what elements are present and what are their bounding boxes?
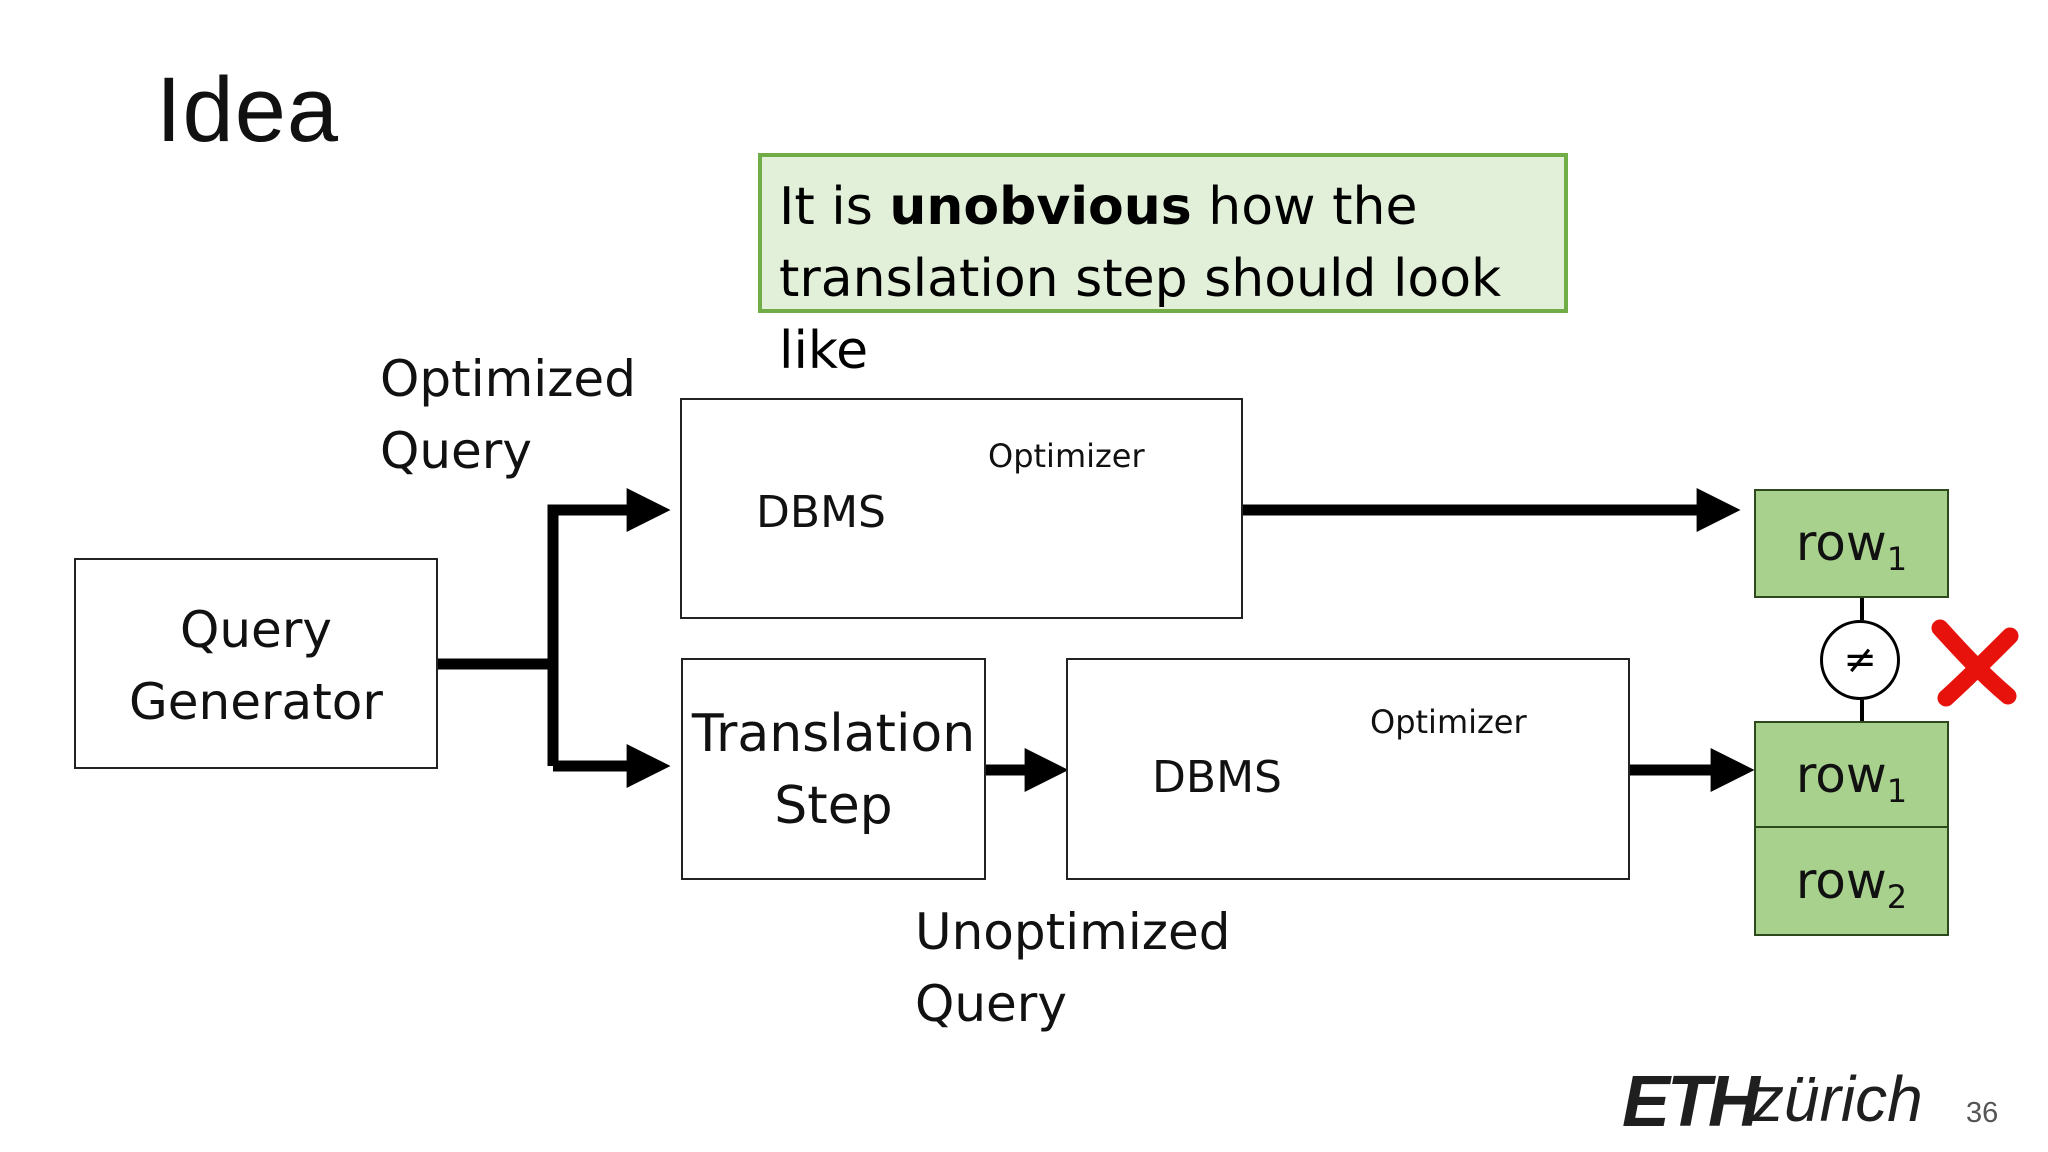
zurich-logo-text: zürich [1752,1063,1923,1135]
callout-prefix: It is [779,177,890,237]
result-row-top: row1 [1754,489,1949,598]
dbms-bottom-label: DBMS [1152,752,1282,803]
not-equal-symbol: ≠ [1843,637,1877,683]
red-cross-icon [1931,619,2019,707]
query-generator-box [74,558,438,769]
translation-step-line-1: Translation [691,704,976,764]
optimized-query-line-1: Optimized [380,350,636,408]
translation-step-box [681,658,986,880]
result-row-bottom-1: row1 [1754,721,1949,829]
result-row-bottom-2-index: 2 [1886,878,1908,916]
result-row-bottom-2: row2 [1754,826,1949,936]
eth-logo-text: ETH [1622,1062,1760,1142]
result-row-bottom-1-name: row [1795,746,1887,804]
slide-title: Idea [156,59,340,161]
unoptimized-query-label: Unoptimized Query [915,896,1230,1040]
result-row-bottom-1-index: 1 [1886,772,1908,810]
callout-line-1: It is unobvious how the [779,171,1564,243]
query-generator-label: Query Generator [74,594,438,738]
translation-step-label: Translation Step [681,698,986,842]
dbms-top-label: DBMS [756,487,886,538]
not-equal-circle: ≠ [1820,620,1900,700]
query-generator-line-1: Query [180,601,332,659]
query-generator-line-2: Generator [129,673,383,731]
page-number: 36 [1966,1097,1999,1129]
callout-suffix: how the [1191,177,1418,237]
translation-step-line-2: Step [774,776,893,836]
dbms-bottom-box [1066,658,1630,880]
optimizer-bottom-label: Optimizer [1370,703,1527,741]
unoptimized-query-line-1: Unoptimized [915,903,1231,961]
result-row-bottom-2-name: row [1795,852,1887,910]
connector-lines [437,488,1755,792]
callout-line-2: translation step should look like [779,249,1502,381]
unoptimized-query-line-2: Query [915,975,1067,1033]
result-row-top-name: row [1795,514,1887,572]
optimizer-top-label: Optimizer [988,437,1145,475]
optimized-query-label: Optimized Query [380,343,636,487]
optimized-query-line-2: Query [380,422,532,480]
result-row-top-index: 1 [1886,540,1908,578]
callout-emphasis: unobvious [889,177,1192,237]
callout-box: It is unobvious how the translation step… [758,153,1568,381]
dbms-top-box [680,398,1243,619]
